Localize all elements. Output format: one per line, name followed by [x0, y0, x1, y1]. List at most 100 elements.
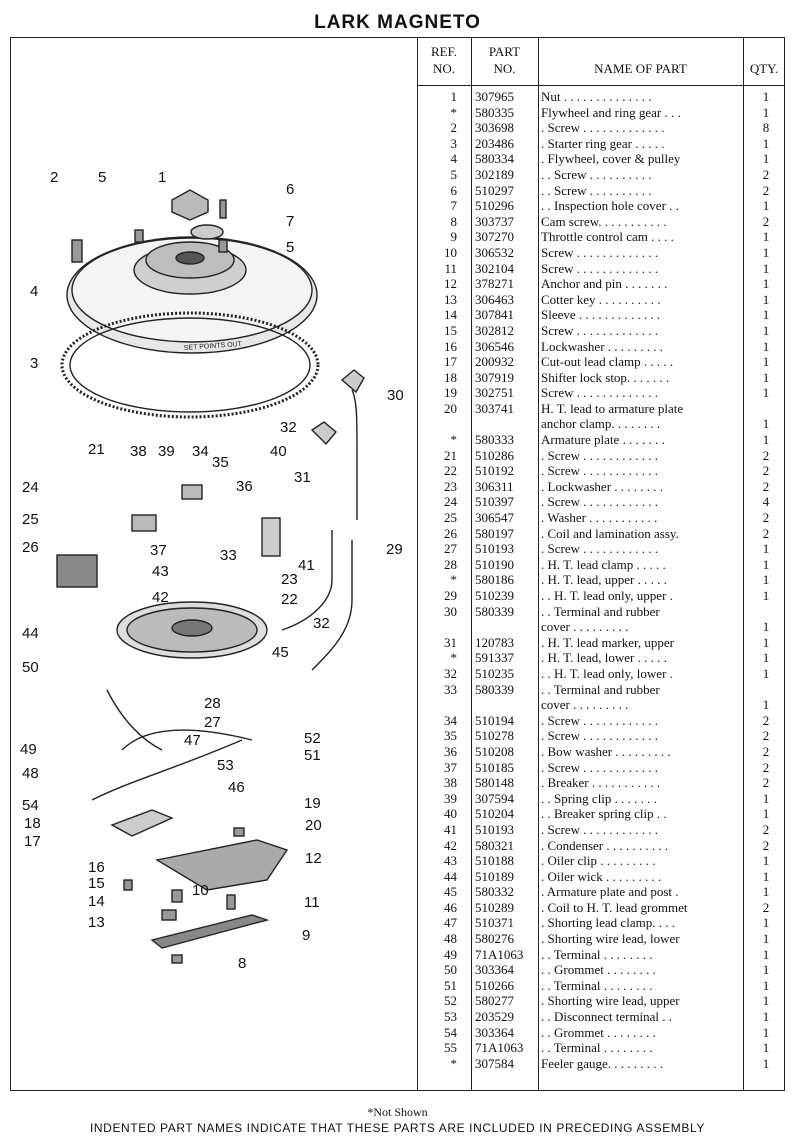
part-number-cell: 306311	[475, 478, 514, 494]
callout-49: 48	[22, 765, 39, 782]
footnote-not-shown: *Not Shown	[367, 1105, 428, 1119]
callout-37: 36	[236, 478, 253, 495]
ref-cell: *	[450, 432, 458, 448]
part-number-cell: 510266	[475, 977, 514, 993]
qty-cell: 1	[762, 884, 770, 900]
callout-15: 15	[88, 875, 105, 892]
part-number-cell: 303364	[475, 962, 514, 978]
qty-cell: 1	[762, 432, 770, 448]
part-name-cell: . Screw . . . . . . . . . . . .	[541, 712, 658, 728]
divider-ref-part	[471, 37, 472, 1091]
part-number-cell: 303741	[475, 400, 514, 416]
ref-cell: 39	[444, 790, 457, 806]
starter-ring-gear	[60, 311, 320, 419]
callout-47: 46	[228, 779, 245, 796]
inspection-hole-cover	[190, 224, 224, 240]
ref-cell: 21	[444, 447, 457, 463]
ref-cell: 3	[450, 135, 458, 151]
callout-5b: 5	[286, 239, 294, 256]
part-name-cell: . . H. T. lead only, upper .	[541, 588, 673, 603]
part-name-cell: . . Disconnect terminal . .	[541, 1009, 673, 1025]
callout-29: 29	[386, 541, 403, 558]
page-title: LARK MAGNETO	[314, 12, 481, 33]
qty-cell: 1	[762, 868, 770, 884]
ref-cell: 43	[444, 853, 457, 869]
callout-14: 14	[88, 893, 105, 910]
qty-cell: 2	[762, 182, 770, 198]
callout-36: 35	[212, 454, 229, 471]
part-name-cell: Shifter lock stop. . . . . . .	[541, 369, 670, 385]
part-number-cell: 580277	[475, 993, 514, 1009]
ref-cell: 22	[444, 463, 457, 479]
qty-cell: 1	[762, 89, 770, 104]
footer-note: INDENTED PART NAMES INDICATE THAT THESE …	[89, 1121, 705, 1135]
callout-31: 31	[294, 469, 311, 486]
callout-28: 28	[204, 695, 221, 712]
part-number-cell: 510208	[475, 743, 514, 759]
divider-part-name	[538, 37, 539, 1091]
part-name-cell: . H. T. lead marker, upper	[541, 634, 674, 650]
header-ref: REF.NO.	[430, 44, 458, 76]
part-name-cell: . . Terminal and rubber	[541, 603, 660, 619]
ref-cell: 45	[444, 884, 457, 900]
qty-cell: 1	[762, 416, 770, 432]
ref-cell: 30	[444, 603, 457, 619]
part-number-cell: 378271	[475, 276, 514, 292]
part-number-cell: 510204	[475, 806, 514, 822]
ref-cell: 10	[444, 244, 457, 260]
part-name-cell: cover . . . . . . . . .	[541, 697, 629, 713]
part-number-cell: 307584	[475, 1055, 514, 1071]
ref-cell: 12	[444, 276, 457, 292]
part-name-cell: Throttle control cam . . . .	[541, 229, 674, 245]
ref-cell: 5	[450, 166, 458, 182]
part-number-cell: 71A1063	[475, 946, 524, 962]
part-number-cell: 510194	[475, 712, 514, 728]
part-name-cell: . Screw . . . . . . . . . . . .	[541, 494, 658, 510]
part-name-cell: . Breaker . . . . . . . . . . .	[541, 775, 661, 791]
qty-cell: 1	[762, 977, 770, 993]
ref-cell: 11	[444, 260, 457, 276]
callout-1: 1	[158, 169, 166, 186]
table-frame	[10, 37, 785, 1091]
qty-cell: 2	[762, 166, 770, 182]
table-row: anchor clamp. . . . . . . .1	[417, 416, 785, 432]
callout-17: 17	[24, 833, 41, 850]
qty-cell: 4	[762, 494, 770, 510]
part-number-cell: 580335	[475, 104, 514, 120]
qty-cell: 1	[762, 915, 770, 931]
part-name-cell: . . Terminal . . . . . . . .	[541, 1040, 653, 1056]
part-number-cell: 510189	[475, 868, 514, 884]
callout-11: 11	[304, 894, 320, 911]
part-number-cell: 307594	[475, 790, 514, 806]
part-name-cell: Flywheel and ring gear . . .	[541, 104, 681, 120]
qty-cell: 1	[762, 1009, 770, 1025]
qty-cell: 2	[762, 759, 770, 775]
callout-46: 45	[272, 644, 289, 661]
qty-cell: 2	[762, 478, 770, 494]
ref-cell: 13	[444, 291, 457, 307]
callout-51: 50	[22, 659, 39, 676]
callout-30: 30	[387, 387, 404, 404]
callout-7: 7	[286, 213, 294, 230]
qty-cell: 1	[762, 291, 770, 307]
qty-cell: 2	[762, 712, 770, 728]
callout-18: 18	[24, 815, 41, 832]
callout-6: 6	[286, 181, 294, 198]
ref-cell: 42	[444, 837, 457, 853]
divider-diagram-table	[417, 37, 418, 1091]
